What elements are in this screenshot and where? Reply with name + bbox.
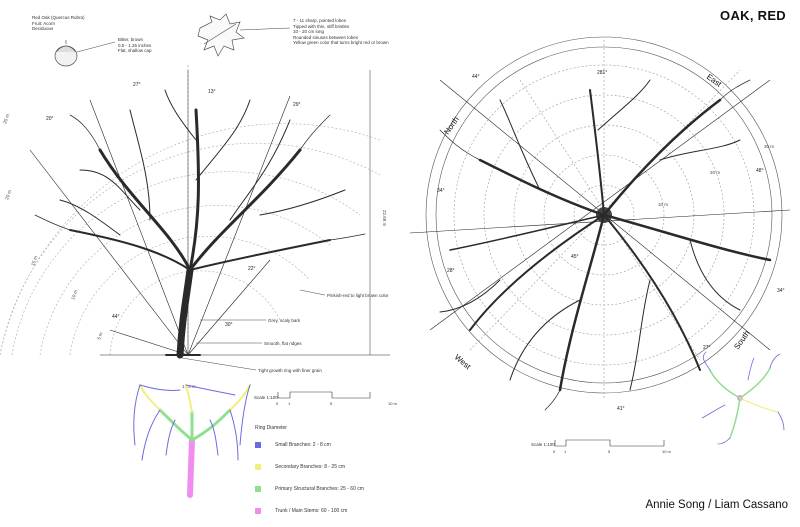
elevation-rings	[0, 123, 381, 356]
plan-angle: 48°	[756, 168, 764, 174]
legend-item: Small Branches: 2 - 8 cm	[255, 439, 364, 451]
direction-east: East	[705, 72, 724, 89]
elevation-angle: 13°	[208, 89, 216, 95]
species-type: Deciduous	[32, 26, 54, 32]
legend-swatch	[255, 464, 261, 470]
acorn-note-line: Flat, shallow cap	[118, 48, 152, 54]
leaf-note-line: 7 - 11 sharp, pointed lobes	[293, 18, 346, 23]
legend: Ring Diameter Small Branches: 2 - 8 cm S…	[255, 425, 364, 527]
ring-label: 15 m	[30, 255, 38, 266]
leaf-icon	[197, 13, 245, 57]
legend-swatch	[255, 442, 261, 448]
legend-swatch	[255, 486, 261, 492]
plan-scale-bar: Scale 1:100 0 1 5 10 m	[531, 439, 672, 454]
direction-west: West	[453, 353, 473, 372]
elevation-angle: 27°	[133, 82, 141, 88]
plan-ring-labels: 30 m 20 m 10 m	[658, 144, 774, 207]
direction-north: North	[442, 115, 461, 136]
twig-note: Pinkish-red to light brown color	[327, 293, 389, 298]
ring-diameter-tree-diagram	[133, 384, 251, 498]
legend-item: Secondary Branches: 8 - 25 cm	[255, 461, 364, 473]
leaf-note-line: 10 - 20 cm long	[293, 29, 325, 35]
plan-angle: 44°	[472, 74, 480, 80]
species-info: Red Oak (Quercus Rubra) Fruit: Acorn Dec…	[32, 15, 85, 32]
acorn-note-line: 0.5 - 1.25 inches	[118, 42, 152, 48]
elevation-radials	[29, 65, 390, 356]
ring-note: Tight growth ring with finer grain	[258, 368, 322, 373]
tree-elevation	[34, 89, 366, 359]
scale-tick: 5	[608, 449, 611, 454]
scale-tick: 10 m	[388, 401, 398, 406]
leaf-note-line: Tipped with thin, stiff bristles	[293, 23, 350, 29]
scale-tick: 0	[276, 401, 279, 406]
plan-angle: 34°	[777, 288, 785, 294]
ring-label: 10 m	[70, 289, 78, 300]
species-name: Red Oak (Quercus Rubra)	[32, 15, 85, 20]
acorn-note-line: Bitter, brown	[118, 37, 144, 42]
species-fruit: Fruit: Acorn	[32, 20, 56, 26]
elevation-angle: 20°	[46, 116, 54, 122]
legend-label: Secondary Branches: 8 - 25 cm	[275, 464, 346, 470]
height-label: 22.68 m	[382, 210, 387, 227]
ring-diameter-plan-diagram	[701, 351, 785, 445]
leaf-note-line: Yellow green color that turns bright red…	[293, 40, 389, 46]
direction-south: South	[732, 329, 751, 351]
scale-tick: 0	[553, 449, 556, 454]
legend-label: Primary Structural Branches: 25 - 60 cm	[275, 486, 364, 492]
leaf-note-line: Rounded sinuses between lobes	[293, 34, 359, 40]
ring-label: 20 m	[710, 170, 720, 175]
plan-angle: 34°	[437, 188, 445, 194]
plan-rings	[425, 36, 783, 394]
legend-swatch	[255, 508, 261, 514]
ring-label: 5 m	[96, 331, 103, 340]
elevation-angle: 44°	[112, 314, 120, 320]
legend-label: Small Branches: 2 - 8 cm	[275, 442, 331, 448]
width-label: 1.14 m	[182, 384, 196, 389]
ring-label: 20 m	[4, 189, 12, 200]
elevation-angle-labels: 27° 13° 29° 20° 22° 44° 30°	[46, 82, 301, 328]
elevation-angle: 22°	[248, 266, 256, 272]
acorn-icon	[54, 40, 78, 67]
ring-label: 25 m	[2, 113, 10, 124]
plan-angle-labels: 281° 44° 34° 48° 28° 34° 27° 41° 45°	[437, 70, 785, 412]
elevation-angle: 29°	[293, 102, 301, 108]
tree-plan	[439, 79, 772, 411]
annotation-leaders	[181, 289, 326, 371]
legend-label: Trunk / Main Stems: 60 - 100 cm	[275, 508, 348, 514]
plan-angle: 27°	[703, 345, 711, 351]
scale-tick: 1	[564, 449, 567, 454]
legend-item: Trunk / Main Stems: 60 - 100 cm	[255, 505, 364, 517]
credits: Annie Song / Liam Cassano	[645, 499, 788, 511]
scale-label: Scale 1:100	[254, 395, 278, 400]
ridges-note: Smooth, flat ridges	[264, 341, 302, 346]
plan-angle: 41°	[617, 406, 625, 412]
plan-angle: 281°	[597, 70, 607, 76]
page-title: OAK, RED	[720, 8, 786, 23]
leaf-note: 7 - 11 sharp, pointed lobes Tipped with …	[293, 18, 389, 46]
elevation-angle: 30°	[225, 322, 233, 328]
scale-tick: 10 m	[662, 449, 672, 454]
ring-label: 10 m	[658, 202, 668, 207]
legend-title: Ring Diameter	[255, 425, 287, 431]
plan-angle: 28°	[447, 268, 455, 274]
legend-item: Primary Structural Branches: 25 - 60 cm	[255, 483, 364, 495]
bark-note: Grey, scaly bark	[268, 318, 301, 323]
scale-label: Scale 1:100	[531, 442, 555, 447]
elevation-annotations: Grey, scaly bark Pinkish-red to light br…	[258, 293, 389, 373]
scale-tick: 1	[288, 401, 291, 406]
ring-label: 30 m	[764, 144, 774, 149]
plan-angle: 45°	[571, 254, 579, 260]
scale-tick: 5	[330, 401, 333, 406]
elevation-ring-labels: 25 m 20 m 15 m 10 m 5 m	[2, 113, 103, 340]
acorn-note: Bitter, brown 0.5 - 1.25 inches Flat, sh…	[118, 37, 152, 54]
elevation-scale-bar: Scale 1:100 0 1 5 10 m	[254, 391, 398, 406]
